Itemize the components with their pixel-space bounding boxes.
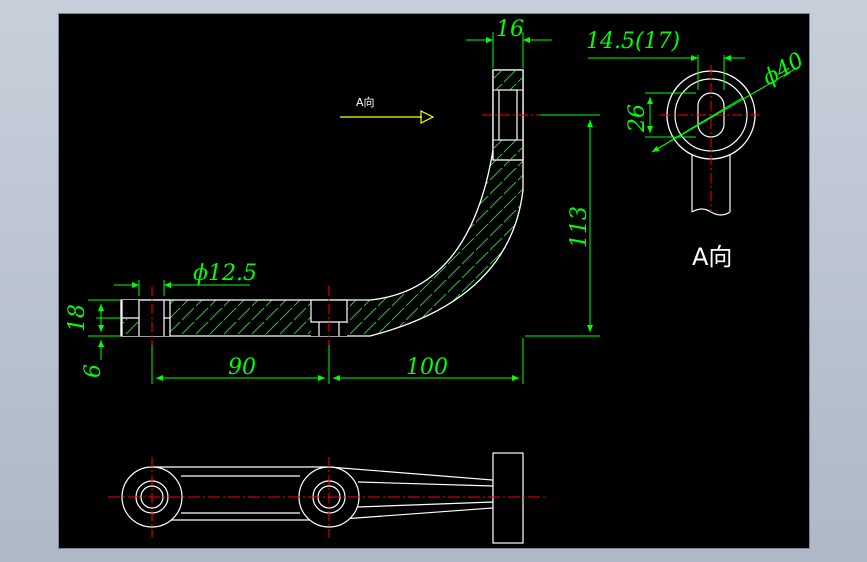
front-view (120, 69, 545, 345)
dim-6: 6 (81, 364, 106, 378)
bottom-view (108, 452, 548, 544)
view-a-arrow: A向 (340, 95, 435, 124)
dim-90: 90 (228, 355, 256, 380)
dim-eye-diameter: ϕ40 (759, 48, 809, 91)
dim-eye-width: 14.5(17) (586, 29, 680, 54)
view-a (588, 55, 801, 216)
dim-hole-diameter: ϕ12.5 (193, 261, 257, 286)
dim-18: 18 (65, 304, 90, 332)
dim-100: 100 (406, 355, 448, 380)
bracket-section-hatch (121, 70, 523, 336)
view-a-title: A向 (692, 243, 732, 271)
dim-113: 113 (567, 206, 592, 248)
dim-16: 16 (496, 17, 524, 42)
dimensions (88, 32, 600, 384)
bracket-outline (120, 69, 524, 337)
plan-eye-block (492, 452, 524, 544)
left-hole-section (121, 299, 171, 336)
view-a-arrow-label: A向 (356, 95, 375, 109)
dim-eye-slot: 26 (625, 104, 650, 133)
